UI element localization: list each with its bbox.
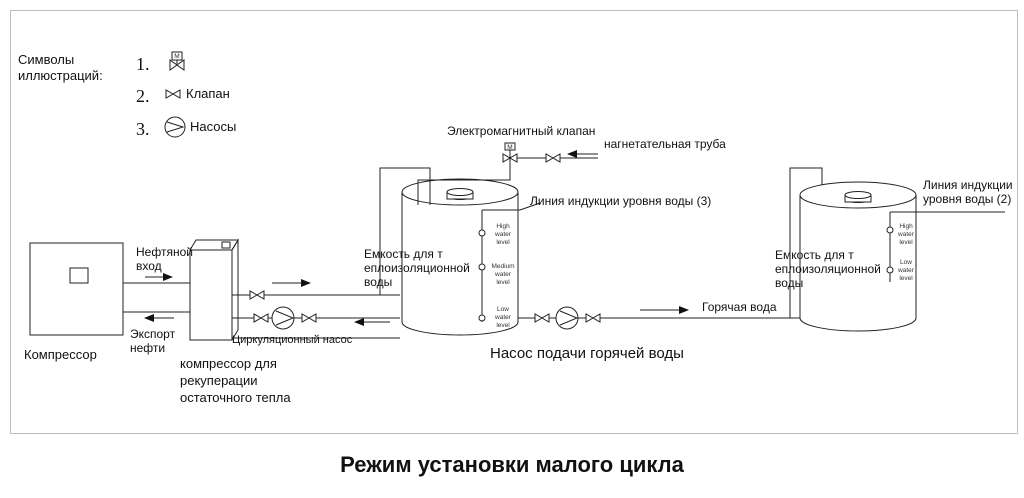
hot-water-pump-label: Насос подачи горячей воды bbox=[490, 345, 684, 362]
oil-export-label: Экспорт нефти bbox=[130, 327, 176, 355]
level-line-2-label: Линия индукции уровня воды (2) bbox=[923, 178, 1013, 206]
insulated-tank-left bbox=[401, 178, 519, 336]
legend-title: Символы иллюстраций: bbox=[18, 52, 103, 83]
diagram-caption: Режим установки малого цикла bbox=[340, 452, 684, 477]
compressor-window bbox=[69, 267, 89, 284]
legend-label-valve: Клапан bbox=[186, 86, 230, 101]
legend-motor-mark: M bbox=[174, 53, 179, 60]
solenoid-motor-mark: M bbox=[507, 144, 512, 151]
level-line-3-label: Линия индукции уровня воды (3) bbox=[530, 194, 712, 208]
circulation-pump-label: Циркуляционный насос bbox=[232, 334, 353, 346]
legend-num-1: 1. bbox=[136, 54, 150, 74]
legend-label-pump: Насосы bbox=[190, 119, 237, 134]
valve-icon bbox=[253, 313, 269, 323]
tank-right-label: Емкость для т еплоизоляционной воды bbox=[775, 248, 881, 290]
legend-num-3: 3. bbox=[136, 119, 150, 139]
legend-solenoid-valve-icon bbox=[169, 51, 185, 71]
solenoid-valve-icon bbox=[502, 142, 518, 163]
valve-icon bbox=[534, 313, 550, 323]
tank-left-label: Емкость для т еплоизоляционной воды bbox=[364, 247, 470, 289]
diagram-frame bbox=[10, 10, 1018, 434]
compressor-label: Компрессор bbox=[24, 347, 97, 362]
discharge-pipe-label: нагнетательная труба bbox=[604, 137, 726, 151]
oil-inlet-label: Нефтяной вход bbox=[136, 245, 193, 273]
legend-pump-icon bbox=[164, 116, 186, 138]
recovery-compressor-unit bbox=[189, 249, 233, 341]
valve-icon bbox=[545, 153, 561, 163]
valve-icon bbox=[249, 290, 265, 300]
hot-water-label: Горячая вода bbox=[702, 300, 777, 314]
circulation-pump-icon bbox=[271, 306, 295, 330]
valve-icon bbox=[301, 313, 317, 323]
insulated-tank-right bbox=[799, 181, 917, 332]
solenoid-valve-label: Электромагнитный клапан bbox=[447, 124, 596, 138]
valve-icon bbox=[585, 313, 601, 323]
compressor-unit bbox=[29, 242, 124, 336]
legend-valve-icon bbox=[165, 89, 181, 99]
hot-water-pump-icon bbox=[555, 306, 579, 330]
recovery-compressor-label: компрессор для рекуперации остаточного т… bbox=[180, 356, 291, 405]
legend-num-2: 2. bbox=[136, 86, 150, 106]
